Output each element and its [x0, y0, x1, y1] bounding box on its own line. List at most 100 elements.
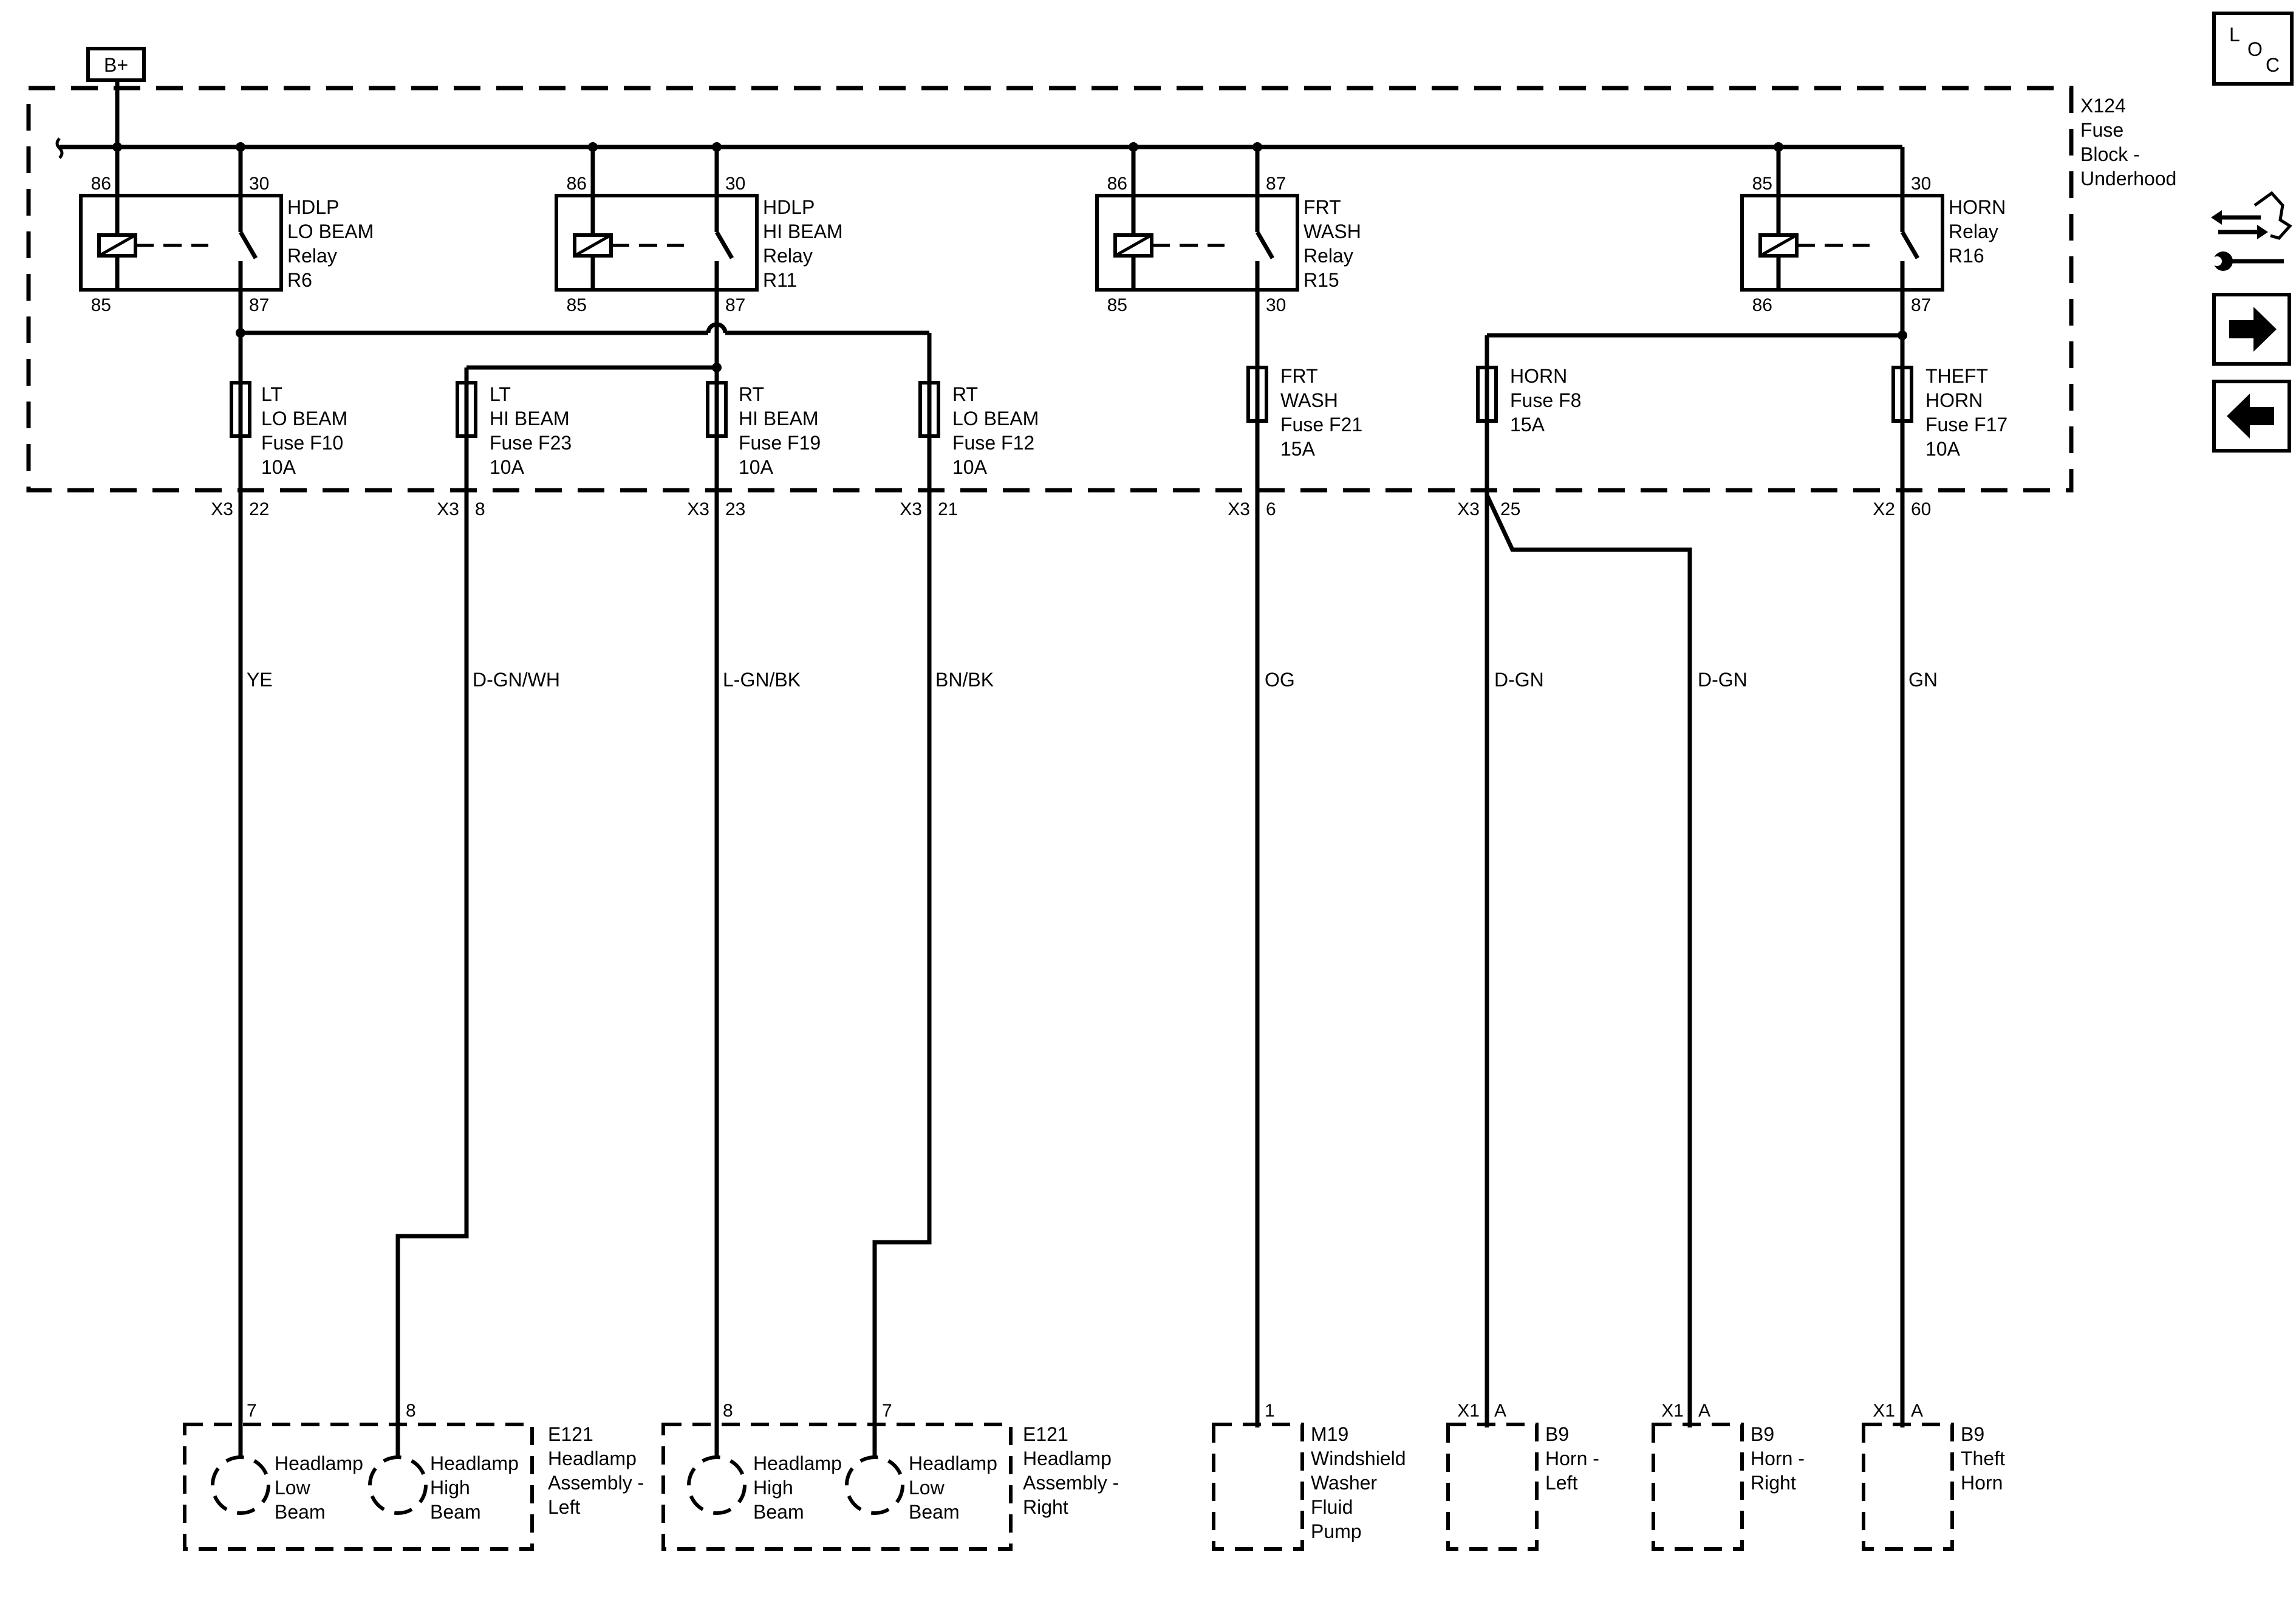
svg-text:1: 1	[1265, 1401, 1275, 1421]
relay-r11-pin-86: 86	[567, 174, 587, 194]
loc-button[interactable]: L O C	[2212, 12, 2294, 86]
svg-text:X3: X3	[900, 499, 922, 519]
svg-text:Fuse: Fuse	[2080, 119, 2123, 141]
power-bus	[55, 137, 1902, 159]
svg-text:High: High	[753, 1477, 793, 1499]
headlamp-low-beam-left-icon	[211, 1455, 270, 1515]
washer-pump-m19: 1 M19 Windshield Washer Fluid Pump	[1212, 1401, 1406, 1551]
svg-text:HI BEAM: HI BEAM	[739, 408, 819, 429]
svg-text:Fuse F23: Fuse F23	[490, 432, 572, 454]
component-view-button[interactable]	[2211, 191, 2292, 271]
svg-text:HDLP: HDLP	[763, 196, 815, 218]
svg-text:X2: X2	[1873, 499, 1895, 519]
svg-text:FRT: FRT	[1303, 196, 1341, 218]
svg-text:Left: Left	[1545, 1472, 1577, 1494]
svg-text:O: O	[2247, 38, 2263, 60]
headlamp-high-beam-right-icon	[687, 1455, 747, 1515]
svg-text:7: 7	[247, 1401, 257, 1421]
svg-text:Horn -: Horn -	[1751, 1448, 1805, 1469]
svg-text:Beam: Beam	[275, 1501, 326, 1523]
fuse-block-outline	[26, 86, 2074, 493]
headlamp-assembly-right: 8 7 Headlamp High Beam Headlamp Low Beam…	[661, 1401, 1119, 1551]
svg-text:R11: R11	[763, 269, 797, 291]
svg-text:Fuse F12: Fuse F12	[952, 432, 1034, 454]
svg-text:Fuse F17: Fuse F17	[1925, 414, 2007, 436]
relay-r6-pin-85: 85	[91, 295, 111, 315]
headlamp-assembly-left: 7 8 Headlamp Low Beam Headlamp High Beam…	[183, 1401, 644, 1551]
svg-text:B9: B9	[1751, 1423, 1774, 1445]
svg-text:B9: B9	[1961, 1423, 1984, 1445]
svg-text:Relay: Relay	[287, 245, 337, 267]
svg-text:A: A	[1911, 1401, 1923, 1421]
svg-text:Right: Right	[1023, 1496, 1068, 1518]
svg-text:10A: 10A	[1925, 438, 1961, 460]
svg-text:X3: X3	[687, 499, 709, 519]
svg-text:D-GN: D-GN	[1698, 669, 1748, 691]
svg-text:Beam: Beam	[909, 1501, 960, 1523]
svg-text:X3: X3	[437, 499, 459, 519]
relay-r16-pin-87: 87	[1911, 295, 1931, 315]
relay-r6-pin-86: 86	[91, 174, 111, 194]
relay-r15: 86 87 85 30 FRT WASH Relay R15	[1095, 147, 1361, 315]
svg-text:Theft: Theft	[1961, 1448, 2005, 1469]
fuse-block-label: X124 Fuse Block - Underhood	[2080, 95, 2176, 190]
svg-text:Washer: Washer	[1311, 1472, 1377, 1494]
svg-text:LO BEAM: LO BEAM	[261, 408, 347, 429]
svg-text:6: 6	[1266, 499, 1276, 519]
svg-text:Assembly -: Assembly -	[548, 1472, 644, 1494]
fuse-f23: LT HI BEAM Fuse F23 10A	[456, 381, 572, 478]
svg-text:YE: YE	[247, 669, 273, 691]
svg-text:HORN: HORN	[1949, 196, 2006, 218]
svg-text:8: 8	[475, 499, 485, 519]
relay-r11-pin-85: 85	[567, 295, 587, 315]
relay-r15-pin-85: 85	[1107, 295, 1127, 315]
battery-supply: B+	[86, 47, 146, 147]
svg-text:Relay: Relay	[1303, 245, 1353, 267]
headlamp-high-beam-left-icon	[368, 1455, 428, 1515]
fuse-f8: HORN Fuse F8 15A	[1476, 365, 1581, 436]
svg-text:Headlamp: Headlamp	[548, 1448, 637, 1469]
svg-text:B9: B9	[1545, 1423, 1569, 1445]
svg-text:X3: X3	[1457, 499, 1480, 519]
svg-text:X1: X1	[1873, 1401, 1895, 1421]
svg-text:WASH: WASH	[1280, 389, 1338, 411]
fuse-f19: RT HI BEAM Fuse F19 10A	[706, 368, 821, 478]
fuse-f17: THEFT HORN Fuse F17 10A	[1891, 365, 2007, 460]
loc-icon: L O C	[2229, 24, 2280, 76]
wire-color-labels: YE D-GN/WH L-GN/BK BN/BK OG D-GN D-GN GN	[247, 669, 1938, 691]
svg-text:A: A	[1494, 1401, 1506, 1421]
svg-text:Low: Low	[275, 1477, 311, 1499]
svg-text:Fluid: Fluid	[1311, 1496, 1353, 1518]
svg-text:R6: R6	[287, 269, 312, 291]
svg-text:Headlamp: Headlamp	[430, 1452, 519, 1474]
svg-text:Headlamp: Headlamp	[275, 1452, 363, 1474]
headlamp-low-beam-right-icon	[845, 1455, 904, 1515]
svg-text:RT: RT	[739, 383, 764, 405]
next-page-button[interactable]	[2212, 293, 2291, 366]
relay-r6: 86 30 85 87 HDLP LO BEAM Relay R6	[79, 147, 374, 315]
connector-labels: X3 22 X3 8 X3 23 X3 21 X3 6 X3 25 X2 60	[211, 499, 1931, 519]
svg-text:LO BEAM: LO BEAM	[287, 220, 374, 242]
svg-text:LT: LT	[490, 383, 511, 405]
svg-text:E121: E121	[548, 1423, 593, 1445]
relay-r16-pin-86: 86	[1752, 295, 1772, 315]
previous-page-button[interactable]	[2212, 380, 2291, 453]
svg-text:L: L	[2229, 24, 2240, 46]
svg-text:Horn: Horn	[1961, 1472, 2003, 1494]
svg-text:15A: 15A	[1280, 438, 1316, 460]
relay-r11-pin-87: 87	[725, 295, 745, 315]
connector-tool-icon	[2211, 191, 2292, 271]
svg-text:High: High	[430, 1477, 470, 1499]
svg-text:Fuse F19: Fuse F19	[739, 432, 821, 454]
svg-text:Relay: Relay	[1949, 220, 1998, 242]
svg-text:10A: 10A	[739, 456, 774, 478]
svg-text:HI BEAM: HI BEAM	[490, 408, 570, 429]
svg-text:FRT: FRT	[1280, 365, 1318, 387]
svg-text:8: 8	[406, 1401, 416, 1421]
svg-text:Beam: Beam	[753, 1501, 804, 1523]
svg-text:15A: 15A	[1510, 414, 1545, 436]
svg-text:X3: X3	[211, 499, 233, 519]
horn-right-b9: X1 A B9 Horn - Right	[1652, 1401, 1805, 1551]
svg-text:HDLP: HDLP	[287, 196, 339, 218]
